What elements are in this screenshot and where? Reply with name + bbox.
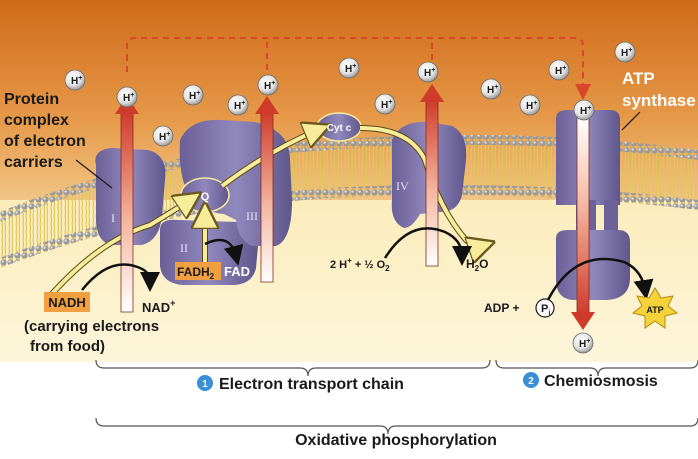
svg-text:H+: H+: [579, 338, 590, 350]
atp-synthase-label: ATP synthase: [621, 69, 696, 131]
cyt-c-label: Cyt c: [327, 123, 352, 134]
h-ion-10: H+: [480, 78, 502, 100]
h-ion-5: H+: [227, 94, 249, 116]
svg-text:of electron: of electron: [4, 133, 86, 150]
h-ion-4: H+: [152, 125, 174, 147]
oxidative-phosphorylation-label: Oxidative phosphorylation: [295, 432, 497, 449]
synthase-channel-arrow: [576, 117, 590, 315]
svg-text:H+: H+: [424, 67, 435, 79]
carrying-electrons-label-2: from food): [30, 338, 105, 355]
h-ion-11: H+: [519, 94, 541, 116]
pi-circle: [535, 298, 555, 318]
h-ion-2: H+: [116, 86, 138, 108]
svg-text:H+: H+: [264, 80, 275, 92]
svg-text:H+: H+: [159, 131, 170, 143]
step-1-circle: [197, 375, 213, 391]
svg-text:H+: H+: [621, 47, 632, 59]
atp-burst: [631, 287, 679, 329]
h-ion-1: H+: [64, 69, 86, 91]
pi-label: Pi: [541, 303, 550, 317]
pump-arrow-iii: [260, 111, 274, 283]
complex-iv-label: IV: [396, 179, 409, 193]
brackets: [95, 359, 698, 435]
atp-synthase: [556, 110, 630, 300]
svg-text:H+: H+: [345, 63, 356, 75]
fadh2-box: [175, 262, 221, 280]
svg-text:synthase: synthase: [622, 91, 696, 110]
nadh-label: NADH: [48, 295, 86, 310]
fadh2-label: FADH2: [177, 265, 215, 281]
svg-text:carriers: carriers: [4, 154, 63, 171]
water-label: H2O: [466, 257, 488, 273]
svg-text:H+: H+: [381, 99, 392, 111]
h-ion-14: H+: [573, 99, 595, 121]
protein-complex-label: Protein complex of electron carriers: [4, 91, 113, 189]
q-label: Q: [201, 191, 210, 203]
complex-iii-label: III: [246, 209, 258, 223]
step-1-number: 1: [202, 379, 208, 390]
svg-text:H+: H+: [189, 90, 200, 102]
nadh-box: [44, 292, 90, 312]
svg-text:H+: H+: [123, 92, 134, 104]
oxygen-reaction-label: 2 H+ + ½ O2: [330, 256, 390, 273]
h-ion-6: H+: [257, 74, 279, 96]
carrying-electrons-label-1: (carrying electrons: [24, 318, 159, 335]
step-2-circle: [523, 372, 539, 388]
h-ion-7: H+: [338, 57, 360, 79]
nad-plus-label: NAD+: [142, 298, 175, 315]
svg-text:H+: H+: [234, 100, 245, 112]
h-ion-3: H+: [182, 84, 204, 106]
atp-product-label: ATP: [646, 305, 663, 315]
pump-arrow-i: [120, 111, 134, 313]
complex-i-label: I: [111, 211, 115, 225]
svg-text:H+: H+: [555, 65, 566, 77]
svg-text:complex: complex: [4, 112, 69, 129]
svg-text:H+: H+: [526, 100, 537, 112]
h-ion-13: H+: [614, 41, 636, 63]
step-1-label: Electron transport chain: [219, 376, 404, 393]
step-2-label: Chemiosmosis: [544, 373, 658, 390]
adp-label: ADP +: [484, 301, 519, 315]
reaction-arrows: [81, 227, 654, 301]
h-ion-12: H+: [548, 59, 570, 81]
h-ion-8: H+: [374, 93, 396, 115]
svg-text:ATP: ATP: [622, 69, 655, 88]
h-ion-15: H+: [572, 332, 594, 354]
complex-ii-label: II: [180, 241, 188, 255]
svg-text:H+: H+: [71, 75, 82, 87]
fad-label: FAD: [224, 264, 250, 279]
h-ion-9: H+: [417, 61, 439, 83]
svg-text:H+: H+: [580, 105, 591, 117]
inner-membrane: [0, 134, 698, 268]
svg-text:Protein: Protein: [4, 91, 59, 108]
step-2-number: 2: [528, 376, 534, 387]
hydrogen-ions: H+ H+ H+ H+ H+ H+ H+ H+ H+ H+ H+ H+ H+ H+ H+: [64, 41, 636, 354]
pump-arrow-iv: [425, 99, 439, 267]
bottom-white: [0, 362, 698, 459]
proton-return-path: [126, 37, 591, 100]
svg-text:H+: H+: [487, 84, 498, 96]
